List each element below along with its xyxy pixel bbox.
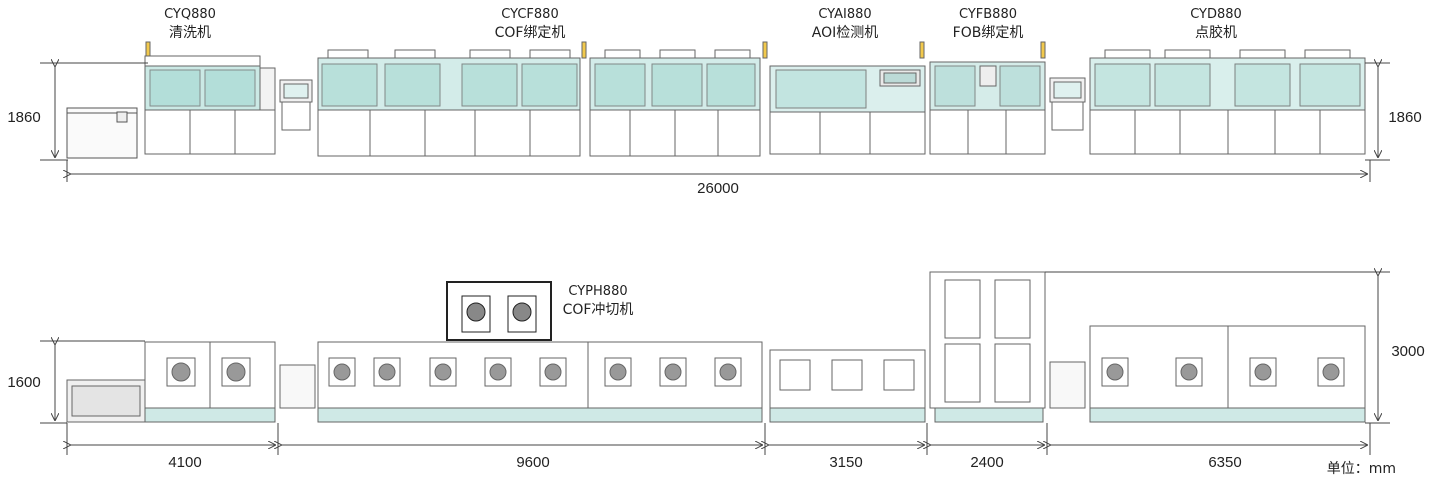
top-height-left-dimension bbox=[40, 63, 148, 161]
machine-model: CYCF880 bbox=[501, 7, 558, 22]
bottom-infeed-rack bbox=[66, 379, 146, 423]
transfer-unit-2 bbox=[1049, 77, 1086, 131]
machine-label-cyai880: CYAI880 AOI检测机 bbox=[812, 7, 878, 41]
top-height-right-label: 1860 bbox=[1388, 109, 1421, 126]
top-height-left-label: 1860 bbox=[7, 109, 40, 126]
bottom-height-right-dimension bbox=[1045, 272, 1390, 424]
top-total-length-dimension bbox=[67, 160, 1371, 182]
machine-label-cyph880: CYPH880 COF冲切机 bbox=[563, 284, 634, 318]
machine-cycf880 bbox=[317, 49, 761, 157]
bottom-machine-4 bbox=[929, 271, 1046, 409]
bottom-machine-3 bbox=[769, 349, 926, 409]
segment-label-1: 4100 bbox=[168, 454, 201, 471]
bottom-fan-units bbox=[328, 357, 742, 387]
machine-cyfb880 bbox=[929, 61, 1046, 155]
segment-label-3: 3150 bbox=[829, 454, 862, 471]
machine-label-cycf880: CYCF880 COF绑定机 bbox=[495, 7, 566, 41]
machine-cyai880 bbox=[769, 65, 926, 155]
top-total-length-label: 26000 bbox=[697, 180, 739, 197]
segment-label-5: 6350 bbox=[1208, 454, 1241, 471]
bottom-machine-5 bbox=[1089, 325, 1366, 409]
top-row: CYQ880 清洗机 CYCF880 COF绑定机 CYAI880 AOI检测机… bbox=[7, 7, 1421, 197]
machine-name: AOI检测机 bbox=[812, 25, 878, 41]
machine-label-cyq880: CYQ880 清洗机 bbox=[164, 7, 216, 41]
machine-name: COF冲切机 bbox=[563, 302, 634, 318]
machine-name: 清洗机 bbox=[169, 25, 211, 41]
segment-label-2: 9600 bbox=[516, 454, 549, 471]
machine-cyq880 bbox=[144, 55, 276, 155]
signal-towers bbox=[145, 41, 1046, 59]
machine-name: COF绑定机 bbox=[495, 25, 566, 41]
machine-name: 点胶机 bbox=[1195, 24, 1237, 41]
bottom-segment-dimensions bbox=[67, 423, 1371, 455]
machine-name: FOB绑定机 bbox=[953, 25, 1024, 41]
bottom-transfer-1 bbox=[279, 364, 316, 409]
segment-label-4: 2400 bbox=[970, 454, 1003, 471]
unit-label: 单位：mm bbox=[1327, 461, 1396, 477]
machine-label-cyd880: CYD880 点胶机 bbox=[1190, 7, 1242, 41]
machine-model: CYQ880 bbox=[164, 7, 216, 22]
bottom-transfer-2 bbox=[1049, 361, 1086, 409]
machine-cyd880 bbox=[1089, 49, 1366, 155]
machine-model: CYFB880 bbox=[959, 7, 1017, 22]
punch-machine-head bbox=[446, 281, 552, 341]
machine-model: CYD880 bbox=[1190, 7, 1242, 22]
top-height-right-dimension bbox=[1365, 63, 1390, 161]
bottom-base-strip bbox=[144, 407, 1366, 423]
bottom-height-right-label: 3000 bbox=[1391, 343, 1424, 360]
bottom-height-left-dimension bbox=[40, 341, 145, 424]
machine-model: CYPH880 bbox=[568, 284, 627, 299]
machine-model: CYAI880 bbox=[818, 7, 871, 22]
bottom-height-left-label: 1600 bbox=[7, 374, 40, 391]
infeed-conveyor bbox=[66, 107, 138, 159]
transfer-unit-1 bbox=[279, 79, 313, 131]
bottom-row: CYPH880 COF冲切机 bbox=[7, 271, 1425, 477]
bottom-machine-1 bbox=[144, 341, 276, 409]
machine-label-cyfb880: CYFB880 FOB绑定机 bbox=[953, 7, 1024, 41]
